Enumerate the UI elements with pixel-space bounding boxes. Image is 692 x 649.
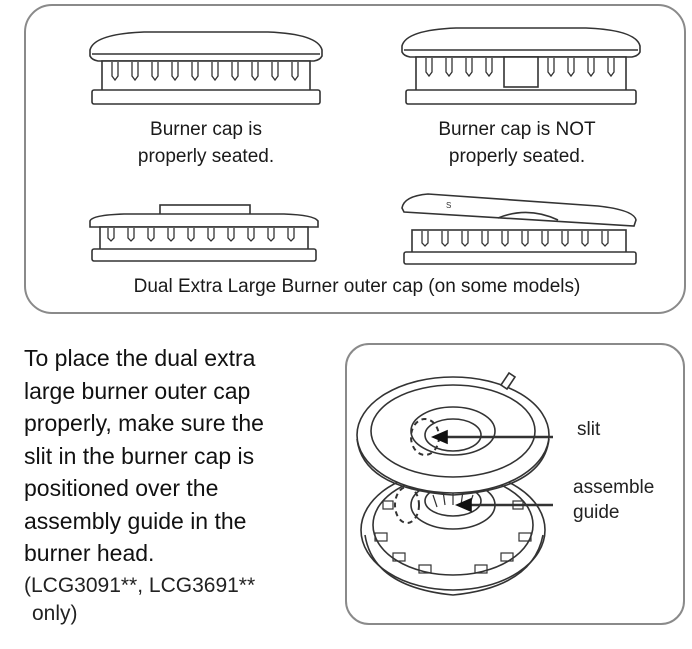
seated-label: Burner cap is properly seated. [86,116,326,170]
model-note-line2: only) [32,601,78,625]
dual-burner-cap-seated-illustration [89,204,319,262]
not-seated-label-line2: properly seated. [448,146,586,167]
placement-instructions: To place the dual extra large burner out… [24,342,334,628]
instruction-line: To place the dual extra [24,345,256,371]
not-seated-label-line1: Burner cap is NOT [438,119,596,140]
not-seated-label: Burner cap is NOT properly seated. [392,116,642,170]
model-note: (LCG3091**, LCG3691** only) [24,572,334,628]
assemble-guide-line2: guide [573,502,620,523]
instruction-line: positioned over the [24,475,219,501]
instruction-line: large burner outer cap [24,377,251,404]
instruction-line: properly, make sure the [24,410,264,436]
burner-cap-not-seated-illustration [401,27,641,105]
instruction-line: burner head. [24,540,155,566]
dual-burner-cap-not-seated-illustration: S [401,193,637,265]
dual-burner-caption: Dual Extra Large Burner outer cap (on so… [133,276,581,297]
instruction-line: assembly guide in the [24,507,247,534]
instruction-line: slit in the burner cap is [24,442,255,469]
seated-label-line1: Burner cap is [150,119,262,140]
burner-assembly-illustration [356,371,553,596]
model-note-line1: (LCG3091**, LCG3691** [24,573,256,597]
assembly-diagram-panel: slit assemble guide [345,343,685,625]
assemble-guide-line1: assemble [573,477,655,498]
seated-label-line2: properly seated. [137,146,275,167]
burner-cap-seating-panel: Burner cap is properly seated. Burner ca… [24,4,686,314]
svg-text:S: S [446,201,451,210]
assemble-guide-label: assemble guide [573,475,654,525]
burner-cap-seated-illustration [89,31,323,105]
slit-label: slit [577,419,601,440]
